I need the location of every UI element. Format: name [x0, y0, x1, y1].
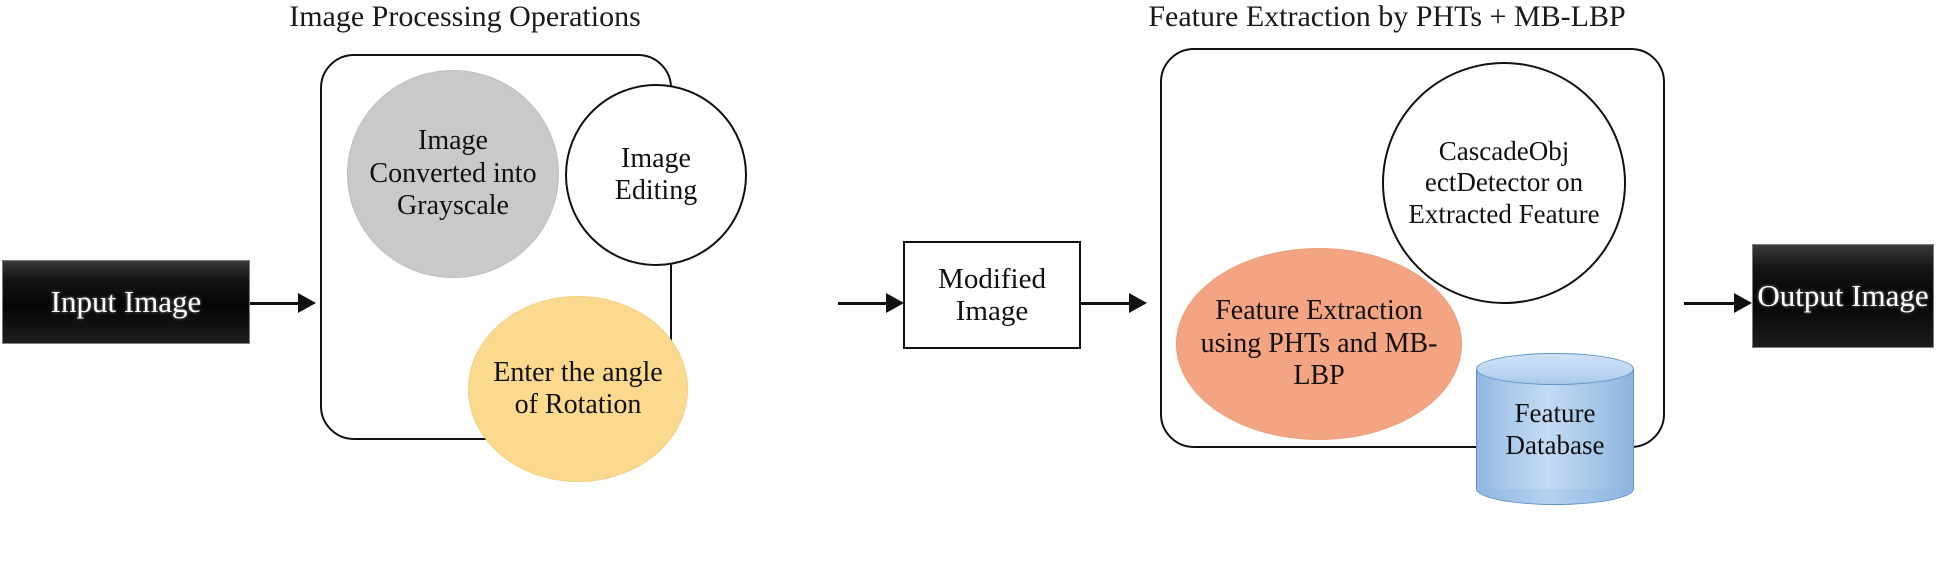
- rotation-angle-node[interactable]: Enter the angle of Rotation: [468, 296, 688, 482]
- arrow-input-to-processing: [250, 293, 316, 313]
- feature-extraction-node[interactable]: Feature Extraction using PHTs and MB-LBP: [1176, 248, 1462, 440]
- cascade-object-detector-node[interactable]: CascadeObj ectDetector on Extracted Feat…: [1382, 62, 1626, 304]
- input-image-box[interactable]: Input Image: [2, 260, 250, 344]
- modified-image-box[interactable]: Modified Image: [903, 241, 1081, 349]
- feature-database-node[interactable]: Feature Database: [1476, 353, 1634, 505]
- feature-extraction-panel: [1160, 48, 1665, 448]
- image-editing-node[interactable]: Image Editing: [565, 84, 747, 266]
- cylinder-body: [1476, 369, 1634, 489]
- left-section-title: Image Processing Operations: [289, 0, 641, 33]
- output-image-box[interactable]: Output Image: [1752, 244, 1934, 348]
- feature-database-label: Feature Database: [1505, 398, 1605, 461]
- arrow-feature-to-output: [1684, 293, 1752, 313]
- arrow-processing-to-modified: [838, 293, 904, 313]
- right-section-title: Feature Extraction by PHTs + MB-LBP: [1148, 0, 1626, 33]
- grayscale-node[interactable]: Image Converted into Grayscale: [347, 70, 559, 278]
- arrow-modified-to-feature: [1081, 293, 1147, 313]
- cylinder-top-ellipse: [1476, 353, 1634, 385]
